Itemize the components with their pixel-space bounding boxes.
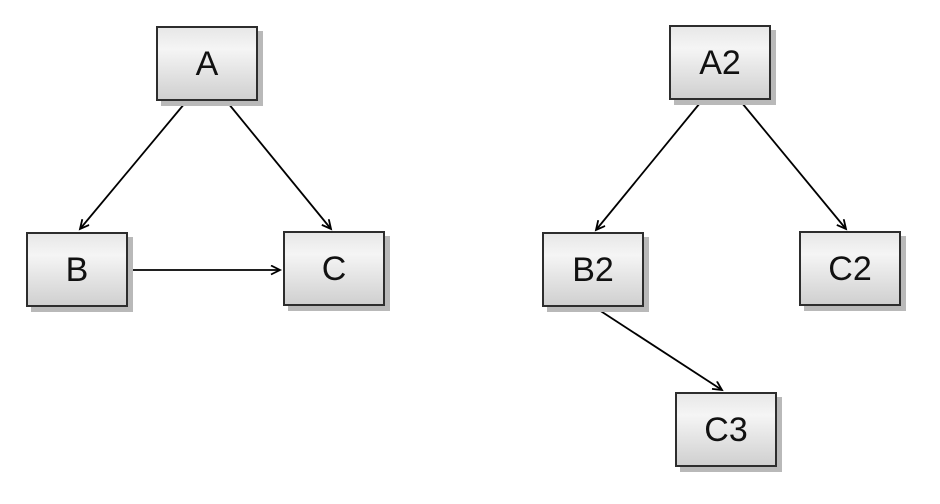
- node-c2-label: C2: [828, 249, 872, 288]
- node-b-label: B: [65, 250, 89, 289]
- node-c2[interactable]: C2: [799, 231, 901, 306]
- node-b2-label: B2: [572, 250, 614, 289]
- edge-a2-c2[interactable]: [741, 102, 846, 229]
- edge-b2-c3[interactable]: [595, 307, 722, 390]
- node-a[interactable]: A: [156, 26, 258, 101]
- node-a-label: A: [195, 44, 219, 83]
- node-a2[interactable]: A2: [669, 25, 771, 100]
- edge-a2-b2[interactable]: [596, 102, 701, 230]
- edge-a-b[interactable]: [80, 102, 186, 229]
- node-a2-label: A2: [699, 43, 741, 82]
- node-c-label: C: [321, 249, 347, 288]
- node-b[interactable]: B: [26, 232, 128, 307]
- node-c3-label: C3: [704, 410, 748, 449]
- node-b2[interactable]: B2: [542, 232, 644, 307]
- node-c[interactable]: C: [283, 231, 385, 306]
- node-c3[interactable]: C3: [675, 392, 777, 467]
- edge-a-c[interactable]: [227, 102, 331, 229]
